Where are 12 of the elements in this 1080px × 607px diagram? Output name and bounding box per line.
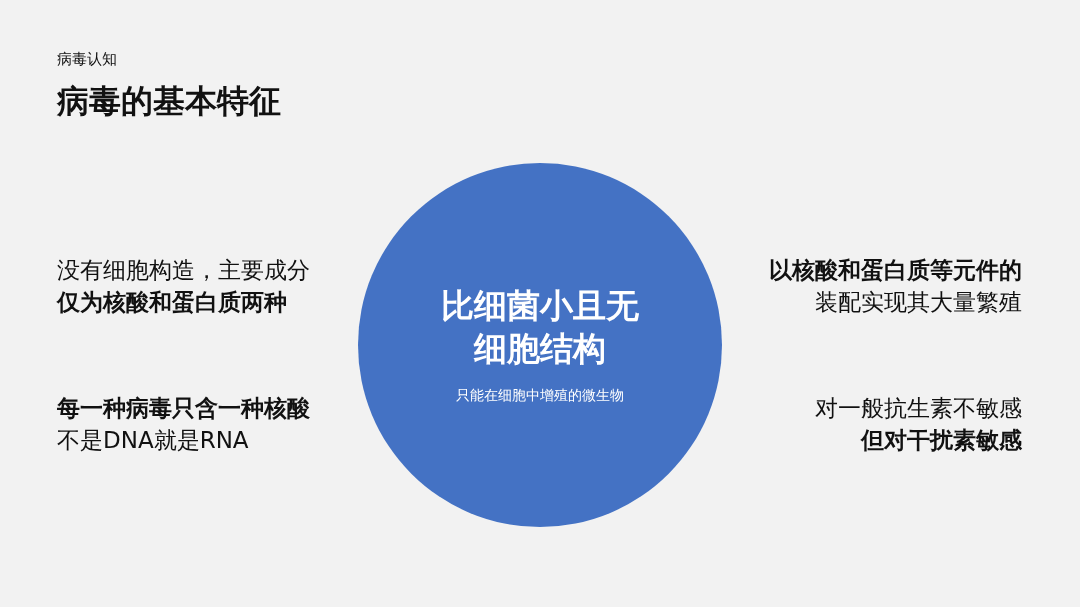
node-heading: 比细菌小且无细胞结构 — [440, 285, 640, 370]
feature-text: 装配实现其大量繁殖 — [815, 289, 1022, 317]
feature-text: 仅为核酸和蛋白质两种 — [57, 289, 287, 317]
slide-title: 病毒的基本特征 — [57, 82, 281, 121]
feature-text: 不是DNA就是RNA — [57, 427, 249, 455]
section-label: 病毒认知 — [57, 50, 117, 68]
feature-text: 但对干扰素敏感 — [861, 427, 1022, 455]
feature-text: 以核酸和蛋白质等元件的 — [769, 257, 1022, 285]
feature-text: 对一般抗生素不敏感 — [815, 395, 1022, 423]
node-subtext: 只能在细胞中增殖的微生物 — [456, 386, 624, 405]
feature-text: 每一种病毒只含一种核酸 — [57, 395, 310, 423]
feature-text: 没有细胞构造，主要成分 — [57, 257, 310, 285]
